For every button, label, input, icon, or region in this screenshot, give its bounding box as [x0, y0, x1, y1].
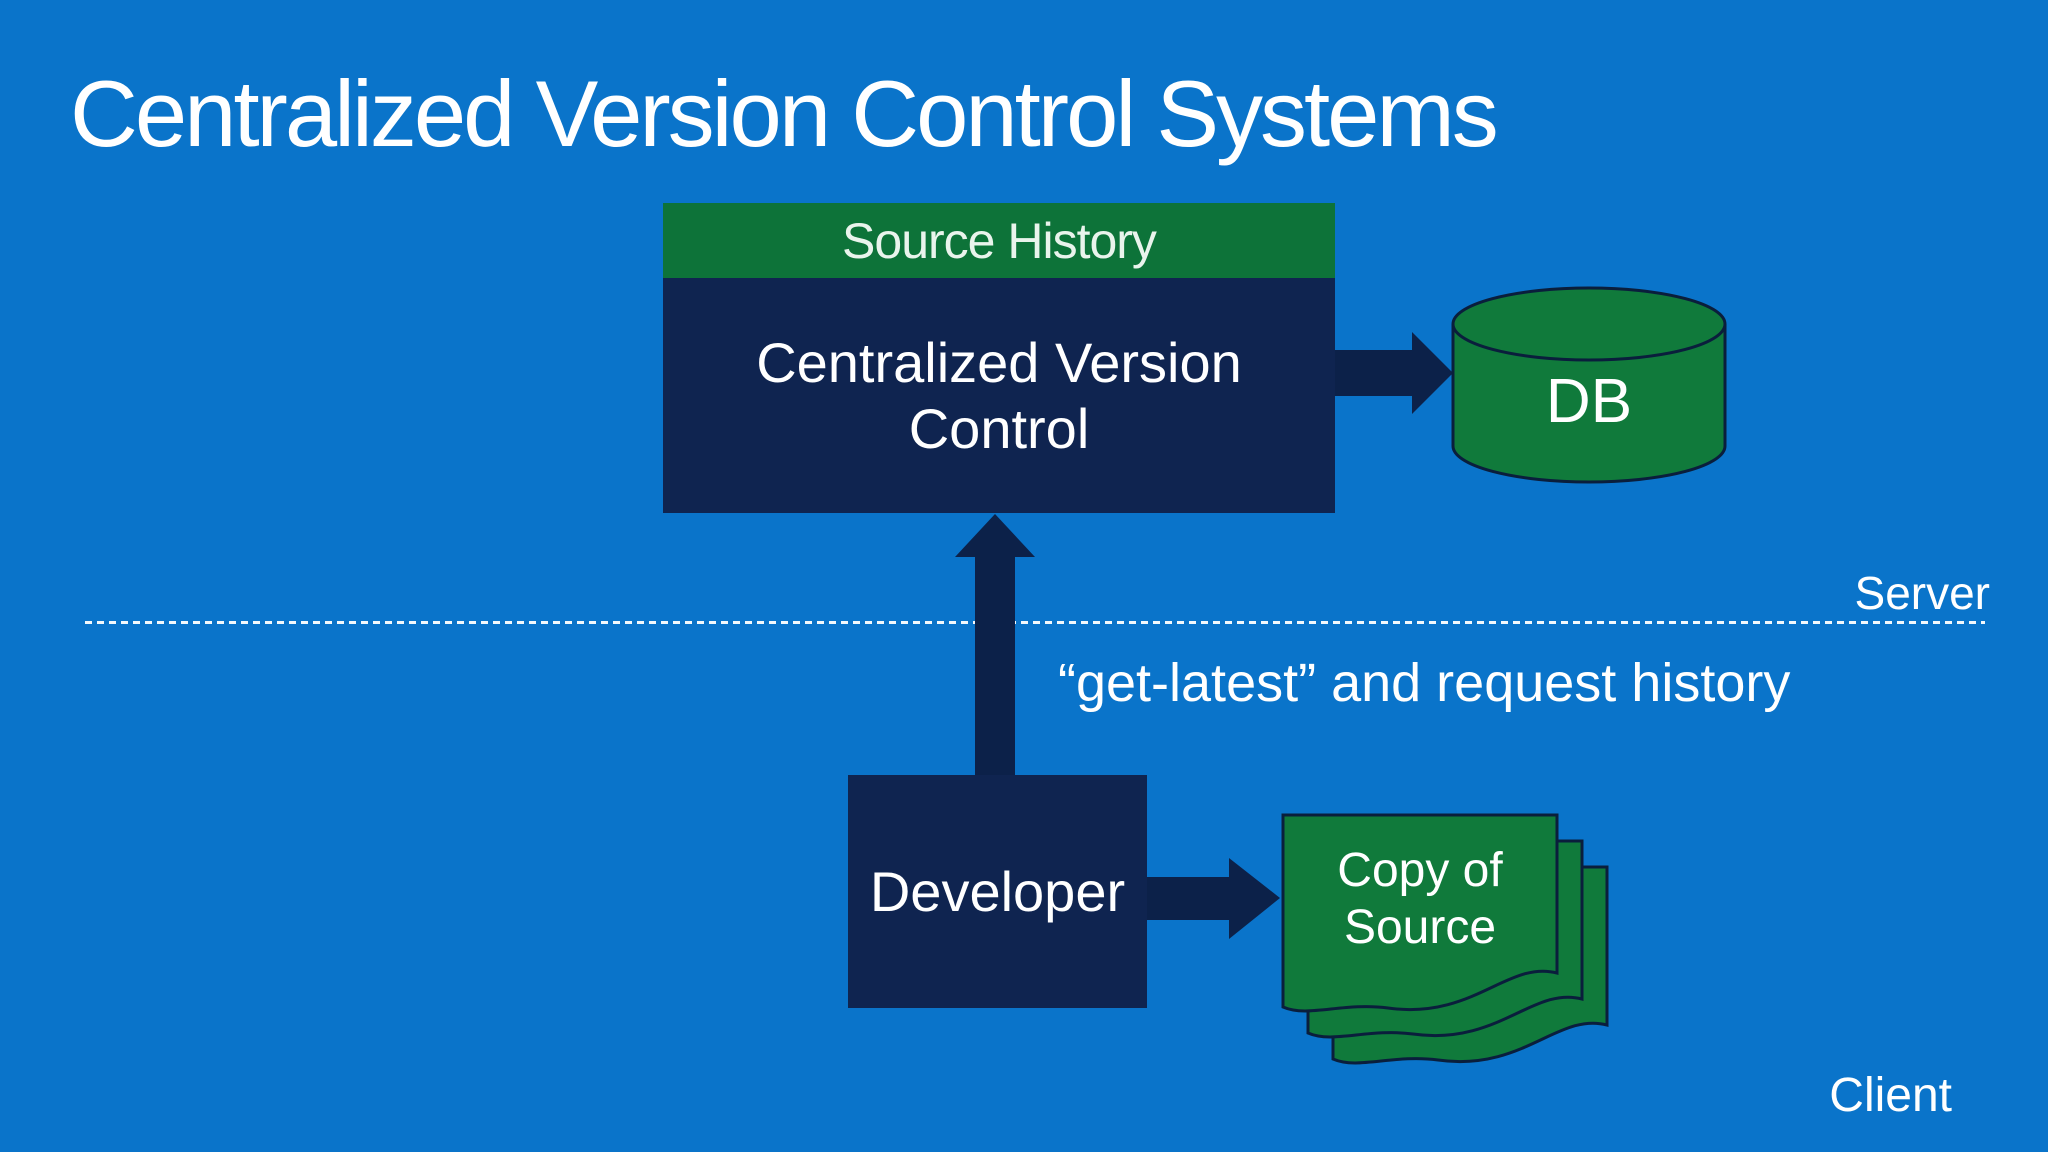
source-history-label: Source History	[842, 212, 1157, 269]
developer-to-copy-arrow	[1147, 858, 1280, 939]
developer-box: Developer	[848, 775, 1147, 1008]
server-client-divider-dashed-line	[85, 621, 1985, 624]
copy-of-source-label: Copy of Source	[1283, 842, 1557, 956]
cvc-label-line1: Centralized Version	[756, 330, 1242, 394]
copy-label-line1: Copy of	[1337, 844, 1503, 897]
server-zone-label: Server	[1854, 567, 1990, 619]
centralized-version-control-box: Centralized Version Control	[663, 278, 1335, 513]
developer-to-cvc-up-arrow	[955, 514, 1035, 780]
source-history-header: Source History	[663, 203, 1335, 278]
db-label: DB	[1545, 367, 1633, 436]
cvc-label-line2: Control	[908, 396, 1090, 460]
get-latest-annotation: “get-latest” and request history	[1058, 653, 1791, 713]
database-cylinder-icon	[1451, 286, 1727, 484]
client-zone-label: Client	[1829, 1069, 1952, 1122]
copy-label-line2: Source	[1343, 901, 1497, 954]
cvc-to-db-arrow	[1335, 332, 1453, 414]
developer-label: Developer	[869, 860, 1126, 923]
slide-title: Centralized Version Control Systems	[70, 61, 1499, 166]
